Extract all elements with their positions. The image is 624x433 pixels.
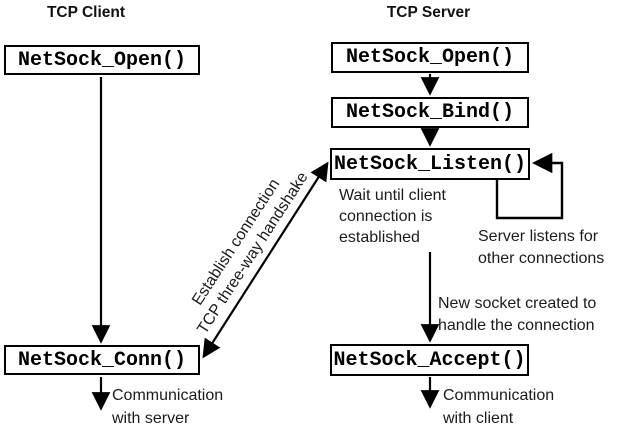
server-netsock-open-box: NetSock_Open() — [331, 42, 529, 73]
server-netsock-listen-box: NetSock_Listen() — [330, 148, 530, 180]
communication-with-server-label: Communication with server — [112, 387, 224, 427]
server-netsock-bind-box: NetSock_Bind() — [331, 97, 529, 128]
wait-until-client-label: Wait until client connection is establis… — [339, 187, 446, 246]
server-column-header: TCP Server — [386, 4, 471, 21]
communication-with-client-label: Communication with client — [443, 387, 555, 427]
establish-connection-label: Establish connection TCP three-way hands… — [189, 169, 312, 338]
server-listens-label: Server listens for other connections — [478, 228, 605, 267]
new-socket-label: New socket created to handle the connect… — [438, 295, 597, 334]
server-netsock-accept-box: NetSock_Accept() — [330, 344, 529, 376]
client-column-header: TCP Client — [46, 4, 126, 21]
client-netsock-conn-box: NetSock_Conn() — [4, 345, 200, 375]
client-netsock-open-box: NetSock_Open() — [4, 45, 200, 75]
